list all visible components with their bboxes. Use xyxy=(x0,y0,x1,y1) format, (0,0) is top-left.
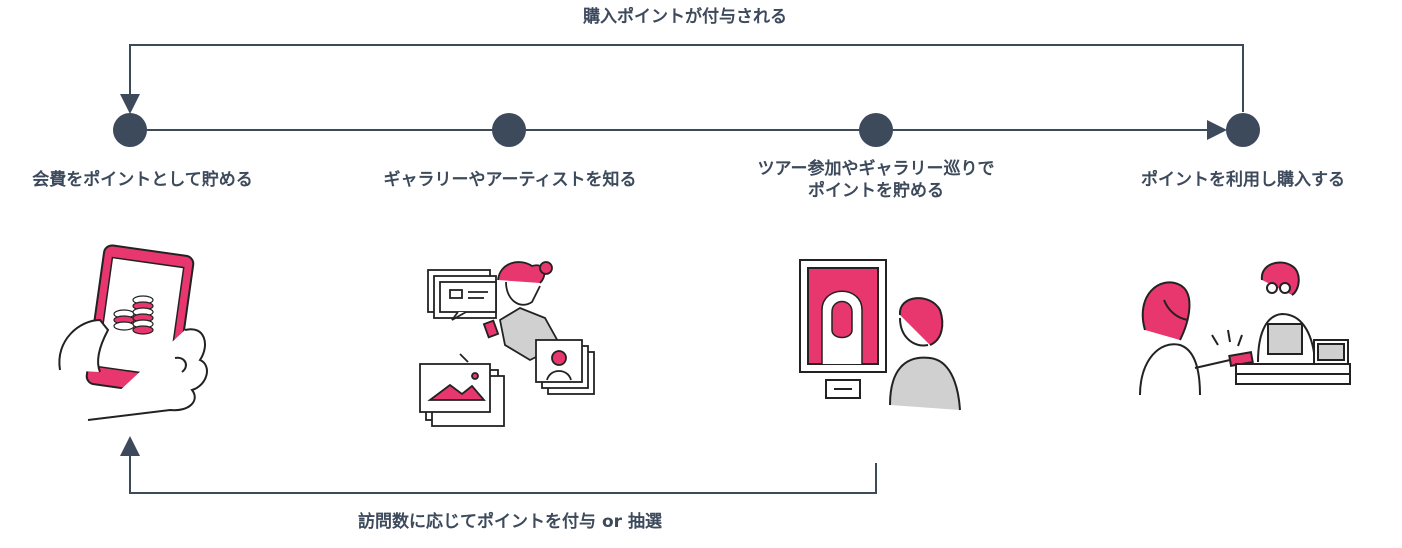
shop-purchase-illustration xyxy=(1139,261,1351,396)
step-node-2 xyxy=(492,113,526,147)
step-label-1: 会費をポイントとして貯める xyxy=(0,169,285,191)
bottom-loop-arrow xyxy=(120,436,877,494)
loop-top-label: 購入ポイントが付与される xyxy=(583,7,787,27)
step-node-1 xyxy=(113,113,147,147)
woman-browsing-artworks-illustration xyxy=(419,261,595,427)
framed-portrait-viewer-illustration xyxy=(799,259,961,411)
step-label-2-text: ギャラリーやアーティストを知る xyxy=(383,170,637,190)
step-label-4-text: ポイントを利用し購入する xyxy=(1141,170,1345,190)
step-node-4 xyxy=(1226,113,1260,147)
phone-with-coins-illustration xyxy=(58,244,208,421)
step-label-3: ツアー参加やギャラリー巡りで ポイントを貯める xyxy=(726,158,1026,202)
step-label-1-text: 会費をポイントとして貯める xyxy=(32,170,253,190)
step-node-3 xyxy=(859,113,893,147)
step-label-4: ポイントを利用し購入する xyxy=(1113,169,1373,191)
top-loop-arrow xyxy=(120,44,1244,114)
step-label-2: ギャラリーやアーティストを知る xyxy=(355,169,665,191)
step-label-3-line2: ポイントを貯める xyxy=(808,181,944,201)
loop-bottom-label: 訪問数に応じてポイントを付与 or 抽選 xyxy=(358,512,662,532)
step-label-3-line1: ツアー参加やギャラリー巡りで xyxy=(757,159,995,179)
